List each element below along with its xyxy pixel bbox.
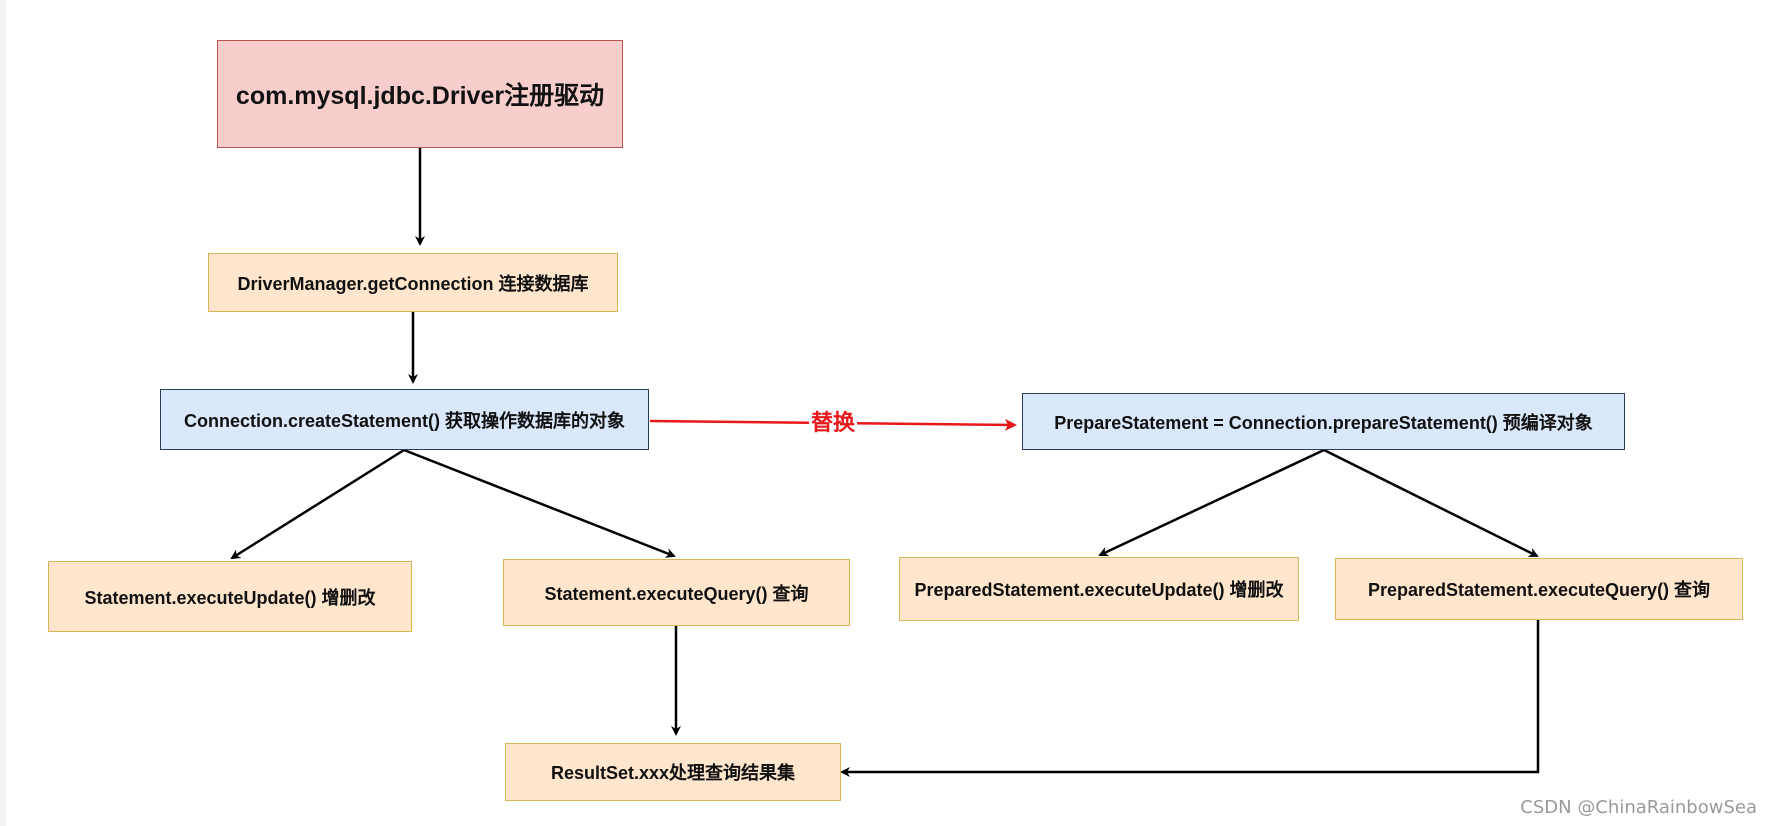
node-result-set: ResultSet.xxx处理查询结果集	[505, 743, 841, 801]
node-prepared-update: PreparedStatement.executeUpdate() 增删改	[899, 557, 1299, 621]
node-prepared-query: PreparedStatement.executeQuery() 查询	[1335, 558, 1743, 620]
node-statement-update: Statement.executeUpdate() 增删改	[48, 561, 412, 632]
node-prepare-statement: PrepareStatement = Connection.prepareSta…	[1022, 393, 1625, 450]
node-statement-query: Statement.executeQuery() 查询	[503, 559, 850, 626]
edge-prepare-to-prepared-update	[1098, 448, 1325, 557]
node-create-statement: Connection.createStatement() 获取操作数据库的对象	[160, 389, 649, 450]
edge-prepared-query-to-result	[840, 620, 1540, 777]
node-driver-manager: DriverManager.getConnection 连接数据库	[208, 253, 618, 312]
replace-label: 替换	[809, 410, 858, 436]
node-driver-register: com.mysql.jdbc.Driver注册驱动	[217, 40, 623, 148]
edge-create-to-statement-query	[403, 448, 676, 558]
watermark: CSDN @ChinaRainbowSea	[1520, 797, 1757, 818]
edge-prepare-to-prepared-query	[1323, 448, 1539, 558]
edge-create-to-statement-update	[230, 448, 405, 560]
